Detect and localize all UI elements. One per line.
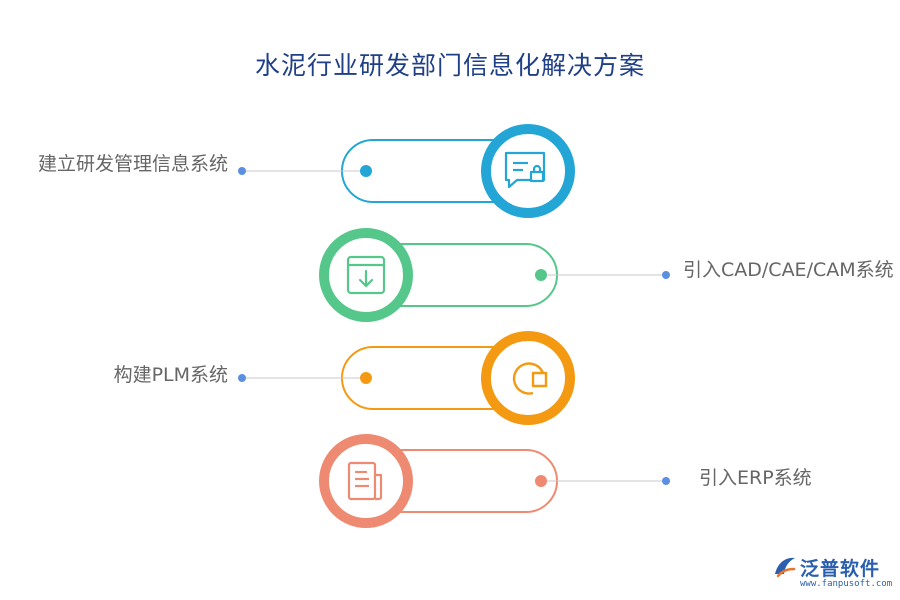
step-3-inner-dot xyxy=(360,372,372,384)
step-1-endpoint-dot xyxy=(238,167,246,175)
step-2-label: 引入CAD/CAE/CAM系统 xyxy=(683,259,894,281)
step-3 xyxy=(238,331,575,425)
brand-logo: 泛普软件 www.fanpusoft.com xyxy=(770,552,895,597)
step-3-endpoint-dot xyxy=(238,374,246,382)
logo-url: www.fanpusoft.com xyxy=(800,579,893,589)
step-4-endpoint-dot xyxy=(662,477,670,485)
step-2-endpoint-dot xyxy=(662,271,670,279)
step-2 xyxy=(319,228,670,322)
step-4-inner-dot xyxy=(535,475,547,487)
step-3-label: 构建PLM系统 xyxy=(113,364,228,386)
step-1-inner-dot xyxy=(360,165,372,177)
step-1 xyxy=(238,124,575,218)
message-lock-icon xyxy=(504,151,546,189)
page-title: 水泥行业研发部门信息化解决方案 xyxy=(254,51,645,80)
download-box-icon xyxy=(346,255,386,295)
step-3-icon-ring xyxy=(481,331,575,425)
step-4-icon-ring xyxy=(319,434,413,528)
step-4-label: 引入ERP系统 xyxy=(699,467,812,489)
step-1-label: 建立研发管理信息系统 xyxy=(37,153,228,175)
step-1-icon-ring xyxy=(481,124,575,218)
document-icon xyxy=(347,461,383,501)
chart-square-icon xyxy=(512,362,548,395)
logo-name: 泛普软件 xyxy=(800,558,881,580)
step-4 xyxy=(319,434,670,528)
step-2-inner-dot xyxy=(535,269,547,281)
logo-mark-icon xyxy=(775,557,796,578)
